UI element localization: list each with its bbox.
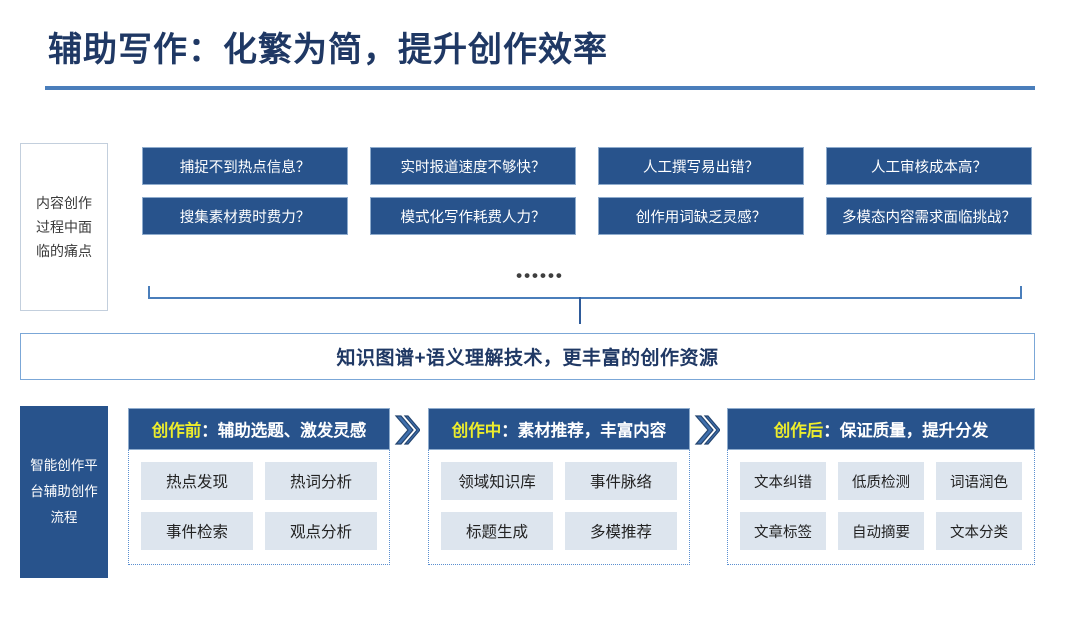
flow-feature-chip[interactable]: 文章标签 <box>740 512 826 550</box>
flow-feature-chip[interactable]: 热点发现 <box>141 462 253 500</box>
flow-feature-chip[interactable]: 事件检索 <box>141 512 253 550</box>
flow-feature-chip[interactable]: 观点分析 <box>265 512 377 550</box>
flow-stage-header: 创作后：保证质量，提升分发 <box>727 408 1035 450</box>
flow-label-box: 智能创作平台辅助创作流程 <box>20 406 108 578</box>
flow-feature-chip[interactable]: 自动摘要 <box>838 512 924 550</box>
pain-point-box[interactable]: 实时报道速度不够快？ <box>370 147 576 185</box>
flow-feature-chip[interactable]: 文本纠错 <box>740 462 826 500</box>
ellipsis-text: •••••• <box>516 266 564 285</box>
pain-point-box[interactable]: 模式化写作耗费人力？ <box>370 197 576 235</box>
pain-points-label-text: 内容创作过程中面临的痛点 <box>36 195 92 259</box>
pain-point-box[interactable]: 人工审核成本高？ <box>826 147 1032 185</box>
flow-stage-before: 创作前：辅助选题、激发灵感 热点发现 热词分析 事件检索 观点分析 <box>128 408 390 565</box>
flow-stage-header: 创作中：素材推荐，丰富内容 <box>428 408 690 450</box>
flow-feature-chip[interactable]: 词语润色 <box>936 462 1022 500</box>
flow-feature-chip[interactable]: 文本分类 <box>936 512 1022 550</box>
title-underline-divider <box>45 86 1035 90</box>
pain-point-box[interactable]: 多模态内容需求面临挑战？ <box>826 197 1032 235</box>
flow-stage-after: 创作后：保证质量，提升分发 文本纠错 低质检测 词语润色 文章标签 自动摘要 文… <box>727 408 1035 565</box>
pain-point-box[interactable]: 创作用词缺乏灵感？ <box>598 197 804 235</box>
flow-feature-chip[interactable]: 热词分析 <box>265 462 377 500</box>
pain-point-box[interactable]: 搜集素材费时费力？ <box>142 197 348 235</box>
flow-stage-subtitle: ：保证质量，提升分发 <box>823 422 989 440</box>
flow-stage-body: 领域知识库 事件脉络 标题生成 多模推荐 <box>428 450 690 565</box>
flow-stage-header: 创作前：辅助选题、激发灵感 <box>128 408 390 450</box>
flow-stage-body: 文本纠错 低质检测 词语润色 文章标签 自动摘要 文本分类 <box>727 450 1035 565</box>
flow-feature-chip[interactable]: 事件脉络 <box>565 462 677 500</box>
double-chevron-right-icon <box>394 415 420 445</box>
technology-banner: 知识图谱+语义理解技术，更丰富的创作资源 <box>20 333 1035 380</box>
double-chevron-right-icon <box>694 415 720 445</box>
brace-connector <box>148 286 1022 299</box>
pain-points-label-box: 内容创作过程中面临的痛点 <box>20 143 108 311</box>
flow-stage-body: 热点发现 热词分析 事件检索 观点分析 <box>128 450 390 565</box>
page-title: 辅助写作：化繁为简，提升创作效率 <box>48 31 608 69</box>
flow-feature-chip[interactable]: 低质检测 <box>838 462 924 500</box>
technology-banner-text: 知识图谱+语义理解技术，更丰富的创作资源 <box>336 348 719 369</box>
flow-label-text: 智能创作平台辅助创作流程 <box>30 458 98 525</box>
flow-stage-highlight: 创作中 <box>451 422 502 440</box>
pain-points-grid: 捕捉不到热点信息？ 实时报道速度不够快？ 人工撰写易出错？ 人工审核成本高？ 搜… <box>142 147 1032 235</box>
flow-feature-chip[interactable]: 领域知识库 <box>441 462 553 500</box>
flow-stage-highlight: 创作后 <box>773 422 824 440</box>
flow-feature-chip[interactable]: 多模推荐 <box>565 512 677 550</box>
brace-stem-connector <box>579 297 581 324</box>
flow-stage-subtitle: ：素材推荐，丰富内容 <box>501 422 667 440</box>
pain-point-box[interactable]: 捕捉不到热点信息？ <box>142 147 348 185</box>
flow-stage-highlight: 创作前 <box>151 422 202 440</box>
flow-feature-chip[interactable]: 标题生成 <box>441 512 553 550</box>
pain-point-box[interactable]: 人工撰写易出错？ <box>598 147 804 185</box>
flow-stage-during: 创作中：素材推荐，丰富内容 领域知识库 事件脉络 标题生成 多模推荐 <box>428 408 690 565</box>
flow-stage-subtitle: ：辅助选题、激发灵感 <box>201 422 367 440</box>
